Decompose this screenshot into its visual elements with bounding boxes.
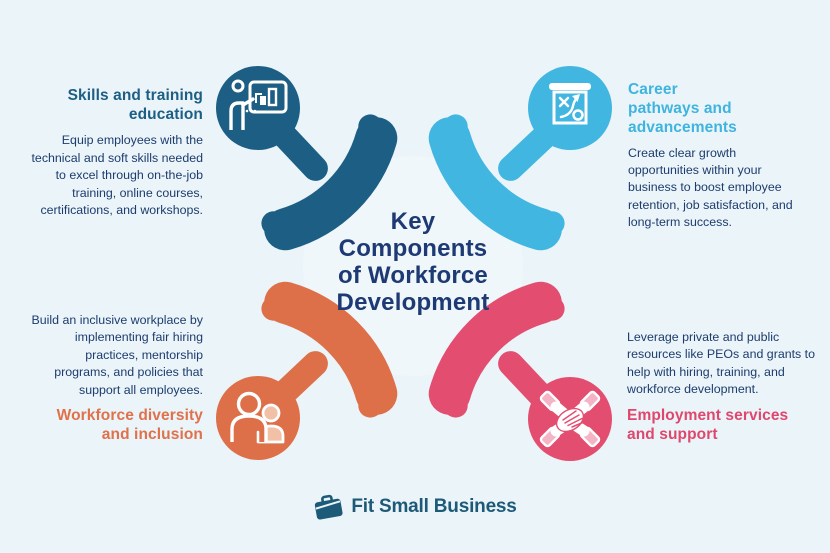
center-title-line: Key: [390, 208, 436, 235]
quadrant-title-line: and inclusion: [101, 426, 203, 444]
quadrant-title: Career pathways and advancements: [628, 80, 803, 138]
center-title-line: Components: [338, 235, 488, 262]
quadrant-description: Build an inclusive workplace by implemen…: [31, 313, 204, 397]
career-icon-badge: [528, 66, 612, 150]
quadrant-description: Leverage private and public resources li…: [627, 330, 816, 397]
quadrant-description: Create clear growth opportunities within…: [628, 145, 793, 230]
stacked-hands-icon: [539, 390, 601, 448]
center-title: Key Components of Workforce Development: [283, 208, 543, 316]
quadrant-career-pathways: Career pathways and advancements Create …: [628, 80, 803, 232]
quadrant-title: Workforce diversity and inclusion: [31, 406, 203, 444]
quadrant-title-line: Skills and training: [67, 87, 203, 104]
briefcase-icon: [315, 494, 343, 520]
quadrant-title: Skills and training education: [25, 86, 203, 124]
presentation-chart-icon: [229, 79, 288, 130]
quadrant-title-line: and support: [627, 425, 718, 443]
quadrant-title-line: Career: [628, 81, 678, 98]
two-people-icon: [230, 391, 285, 444]
center-title-line: of Workforce: [338, 262, 488, 289]
skills-icon-badge: [216, 66, 300, 150]
ring-inner-disc: [303, 156, 523, 376]
quadrant-title-line: Workforce diversity: [56, 407, 203, 425]
quadrant-title-line: advancements: [628, 119, 737, 137]
quadrant-title-line: pathways and: [628, 100, 732, 118]
quadrant-description: Equip employees with the technical and s…: [31, 133, 203, 218]
quadrant-employment-services: Leverage private and public resources li…: [627, 329, 827, 444]
logo-text: Fit Small Business: [351, 495, 517, 517]
quadrant-title: Employment services and support: [627, 406, 827, 444]
fit-small-business-logo: Fit Small Business: [0, 491, 830, 522]
center-title-line: Development: [336, 289, 490, 316]
quadrant-skills-and-training: Skills and training education Equip empl…: [25, 86, 203, 219]
quadrant-title-line: Employment services: [627, 406, 789, 424]
quadrant-workforce-diversity: Build an inclusive workplace by implemen…: [31, 312, 204, 444]
strategy-board-icon: [549, 83, 591, 125]
quadrant-title-line: education: [128, 106, 203, 124]
